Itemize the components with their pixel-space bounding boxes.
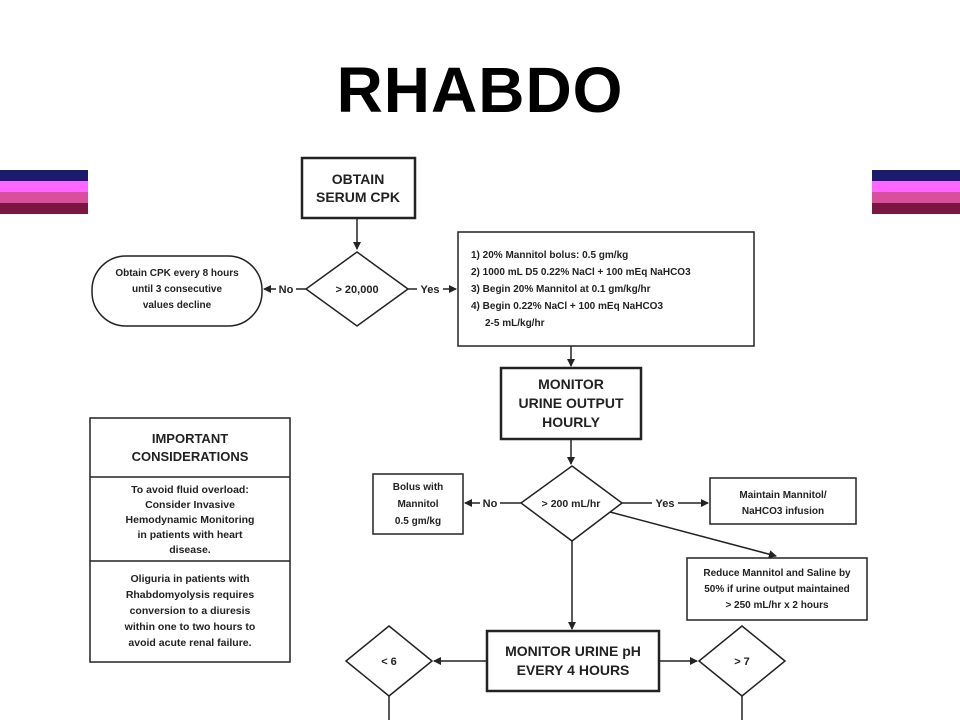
consideration-2-line-4: within one to two hours to bbox=[124, 621, 256, 633]
monitor-ph-line-1: MONITOR URINE pH bbox=[505, 643, 641, 659]
left-stripe-4 bbox=[0, 203, 88, 214]
edge-label-no-2: No bbox=[483, 498, 498, 510]
repeat-cpk-box bbox=[91, 255, 263, 327]
maintain-line-1: Maintain Mannitol/ bbox=[739, 490, 826, 501]
bolus-box bbox=[372, 473, 464, 535]
consideration-2-line-5: avoid acute renal failure. bbox=[128, 637, 251, 649]
mannitol-step-2: 2) 1000 mL D5 0.22% NaCl + 100 mEq NaHCO… bbox=[471, 267, 691, 278]
consideration-1-line-5: disease. bbox=[169, 544, 211, 556]
monitor-urine-line-2: URINE OUTPUT bbox=[519, 395, 624, 411]
left-stripe-3 bbox=[0, 192, 88, 203]
right-stripe-4 bbox=[872, 203, 960, 214]
consideration-2-line-2: Rhabdomyolysis requires bbox=[126, 589, 255, 601]
bolus-line-1: Bolus with bbox=[393, 482, 444, 493]
consideration-1-line-1: To avoid fluid overload: bbox=[131, 484, 249, 496]
considerations-header-line-1: IMPORTANT bbox=[152, 431, 228, 446]
cpk-decision-label: > 20,000 bbox=[335, 284, 378, 296]
consideration-2-line-3: conversion to a diuresis bbox=[130, 605, 251, 617]
repeat-cpk-line-2: until 3 consecutive bbox=[132, 284, 222, 295]
edge-to-reduce bbox=[609, 511, 777, 559]
bolus-line-2: Mannitol bbox=[397, 499, 438, 510]
mannitol-step-4-rate: 2-5 mL/kg/hr bbox=[485, 318, 545, 329]
bolus-line-3: 0.5 gm/kg bbox=[395, 516, 441, 527]
monitor-ph-line-2: EVERY 4 HOURS bbox=[517, 662, 630, 678]
monitor-urine-box bbox=[499, 366, 643, 441]
ph-high-label: > 7 bbox=[734, 656, 750, 668]
maintain-box bbox=[709, 477, 857, 525]
right-stripe-2 bbox=[872, 181, 960, 192]
left-stripe-2 bbox=[0, 181, 88, 192]
obtain-cpk-line-1: OBTAIN bbox=[332, 171, 385, 187]
page-title: RHABDO bbox=[336, 54, 624, 126]
consideration-1-line-2: Consider Invasive bbox=[145, 499, 235, 511]
reduce-box bbox=[686, 557, 868, 621]
reduce-line-3: > 250 mL/hr x 2 hours bbox=[725, 600, 829, 611]
consideration-2-line-1: Oliguria in patients with bbox=[130, 573, 249, 585]
repeat-cpk-line-1: Obtain CPK every 8 hours bbox=[115, 268, 239, 279]
considerations-box bbox=[89, 417, 291, 663]
edge-label-yes-1: Yes bbox=[421, 284, 440, 296]
mannitol-step-4: 4) Begin 0.22% NaCl + 100 mEq NaHCO3 bbox=[471, 301, 663, 312]
consideration-1-line-4: in patients with heart bbox=[137, 529, 243, 541]
obtain-cpk-line-2: SERUM CPK bbox=[316, 189, 400, 205]
obtain-cpk-box bbox=[300, 156, 417, 220]
considerations-header-line-2: CONSIDERATIONS bbox=[132, 449, 249, 464]
monitor-urine-line-3: HOURLY bbox=[542, 414, 600, 430]
repeat-cpk-line-3: values decline bbox=[143, 300, 212, 311]
reduce-line-1: Reduce Mannitol and Saline by bbox=[703, 568, 851, 579]
mannitol-steps-box bbox=[457, 231, 755, 347]
right-stripe-1 bbox=[872, 170, 960, 181]
edge-label-yes-2: Yes bbox=[656, 498, 675, 510]
maintain-line-2: NaHCO3 infusion bbox=[742, 506, 824, 517]
right-stripe-3 bbox=[872, 192, 960, 203]
consideration-1-line-3: Hemodynamic Monitoring bbox=[126, 514, 255, 526]
ph-low-label: < 6 bbox=[381, 656, 397, 668]
mannitol-step-1: 1) 20% Mannitol bolus: 0.5 gm/kg bbox=[471, 250, 628, 261]
left-stripe-1 bbox=[0, 170, 88, 181]
cpk-decision-diamond bbox=[304, 251, 410, 327]
urine-decision-label: > 200 mL/hr bbox=[542, 498, 601, 510]
edge-label-no-1: No bbox=[279, 284, 294, 296]
monitor-urine-line-1: MONITOR bbox=[538, 376, 604, 392]
mannitol-step-3: 3) Begin 20% Mannitol at 0.1 gm/kg/hr bbox=[471, 284, 651, 295]
monitor-ph-box bbox=[485, 629, 661, 693]
reduce-line-2: 50% if urine output maintained bbox=[704, 584, 850, 595]
